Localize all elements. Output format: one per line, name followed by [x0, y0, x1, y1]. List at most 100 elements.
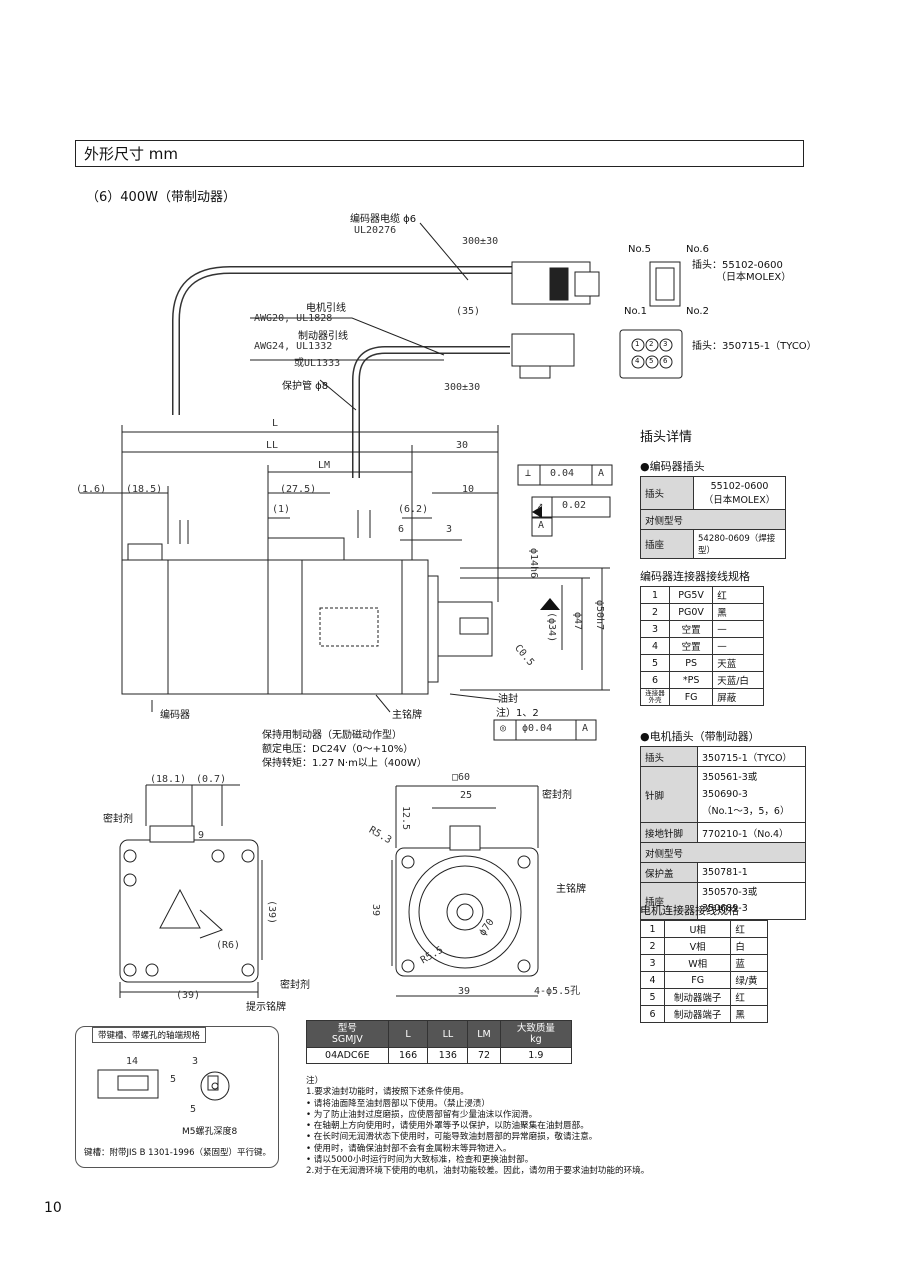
front-dim-holes: 4-ϕ5.5孔	[534, 986, 581, 997]
encoder-label: 编码器	[160, 710, 190, 721]
front-sealant-label: 密封剂	[542, 790, 572, 801]
keyway-spec-box	[75, 1026, 279, 1168]
tol-perp-symbol: ⊥	[525, 468, 532, 479]
front-dim-12-5: 12.5	[400, 806, 411, 831]
dim-phi34: (ϕ34)	[546, 612, 557, 643]
motor-plug-diagram	[619, 329, 683, 379]
tol-conc-symbol: ◎	[500, 723, 507, 734]
keyway-note: 键槽：附带JIS B 1301-1996（紧固型）平行键。	[84, 1148, 271, 1158]
pin-no6-label: No.6	[686, 244, 709, 255]
encoder-cable-std: UL20276	[354, 225, 397, 236]
dim-1-6: (1.6)	[76, 484, 107, 495]
front-nameplate-label: 主铭牌	[556, 884, 586, 895]
nameplate-label: 主铭牌	[392, 710, 422, 721]
motor-plug-pin-2: 2	[649, 340, 654, 348]
keyway-screw-label: M5螺孔深度8	[182, 1127, 238, 1137]
motor-lead-label: 电机引线	[306, 303, 346, 314]
rear-sealant-label-2: 密封剂	[280, 980, 310, 991]
section-header: 外形尺寸 mm	[75, 140, 804, 167]
dim-27-5: (27.5)	[280, 484, 317, 495]
dim-300-bottom: 300±30	[444, 382, 481, 393]
keyway-dim-3: 3	[192, 1056, 199, 1067]
front-dim-39-horizontal: 39	[458, 986, 471, 997]
pin-no1-label: No.1	[624, 306, 647, 317]
motor-plug-pin-4: 4	[635, 357, 640, 365]
pin-no5-label: No.5	[628, 244, 651, 255]
dim-18-5: (18.5)	[126, 484, 163, 495]
tol-runout-symbol: ↗	[537, 500, 544, 511]
dim-LM: LM	[318, 460, 331, 471]
oil-seal-note: 注）1、2	[496, 708, 539, 719]
encoder-plug-label: 插头：55102-0600	[692, 260, 783, 271]
dim-3: 3	[446, 524, 453, 535]
dim-phi47: ϕ47	[572, 612, 583, 631]
dim-300-top: 300±30	[462, 236, 499, 247]
front-dim-25: 25	[460, 790, 473, 801]
keyway-title: 带键槽、带螺孔的轴端规格	[92, 1027, 207, 1043]
connector-details-title: 插头详情	[640, 430, 693, 445]
dim-1: (1)	[272, 504, 291, 515]
warning-plate-label: 提示铭牌	[246, 1002, 286, 1013]
oil-seal-label: 油封	[498, 694, 518, 705]
brake-title: 保持用制动器（无励磁动作型）	[262, 730, 402, 741]
motor-plug-label: 插头：350715-1（TYCO）	[692, 341, 817, 352]
tol-perp-value: 0.04	[550, 468, 575, 479]
protect-tube-label: 保护管 ϕ8	[282, 381, 329, 392]
rear-dim-9: 9	[198, 830, 205, 841]
encoder-plug-title: ●编码器插头	[640, 460, 705, 473]
motor-wiring-title: 电机连接器接线规格	[640, 904, 739, 917]
dim-LL: LL	[266, 440, 279, 451]
brake-lead-std: AWG24, UL1332	[254, 341, 333, 352]
dim-phi50h7: ϕ50h7	[594, 600, 605, 631]
datum-a: A	[538, 520, 545, 531]
motor-plug-title: ●电机插头（带制动器）	[640, 730, 760, 743]
dim-L: L	[272, 418, 279, 429]
tol-conc-datum: A	[582, 723, 589, 734]
brake-torque: 保持转矩：1.27 N·m以上（400W）	[262, 758, 427, 769]
encoder-plug-maker: （日本MOLEX）	[716, 272, 792, 283]
rear-dim-39-vertical: (39)	[266, 900, 277, 925]
rear-dim-39-horizontal: (39)	[176, 990, 201, 1001]
dim-30: 30	[456, 440, 469, 451]
front-dim-39-vertical: 39	[370, 904, 381, 917]
motor-plug-pin-5: 5	[649, 357, 654, 365]
tol-conc-value: ϕ0.04	[522, 723, 553, 734]
motor-plug-pin-6: 6	[663, 357, 668, 365]
keyway-dim-5a: 5	[170, 1074, 177, 1085]
encoder-cable	[172, 266, 525, 415]
dim-6: 6	[398, 524, 405, 535]
encoder-wiring-title: 编码器连接器接线规格	[640, 570, 750, 583]
pin-no2-label: No.2	[686, 306, 709, 317]
dim-10: 10	[462, 484, 475, 495]
rear-dim-18-1: (18.1)	[150, 774, 187, 785]
motor-plug-pin-3: 3	[663, 340, 668, 348]
keyway-dim-14: 14	[126, 1056, 139, 1067]
encoder-cable-label: 编码器电缆 ϕ6	[350, 214, 417, 225]
rear-view-outline	[119, 839, 259, 983]
brake-lead-alt: 或UL1333	[294, 358, 341, 369]
motor-lead-std: AWG20, UL1828	[254, 313, 333, 324]
motor-cable	[352, 346, 510, 478]
motor-plug-pin-1: 1	[635, 340, 640, 348]
front-dim-sq60: □60	[452, 772, 471, 783]
keyway-dim-5b: 5	[190, 1104, 197, 1115]
tol-perp-datum: A	[598, 468, 605, 479]
dim-6-2: (6.2)	[398, 504, 429, 515]
dim-phi14h6: ϕ14h6	[528, 548, 539, 579]
